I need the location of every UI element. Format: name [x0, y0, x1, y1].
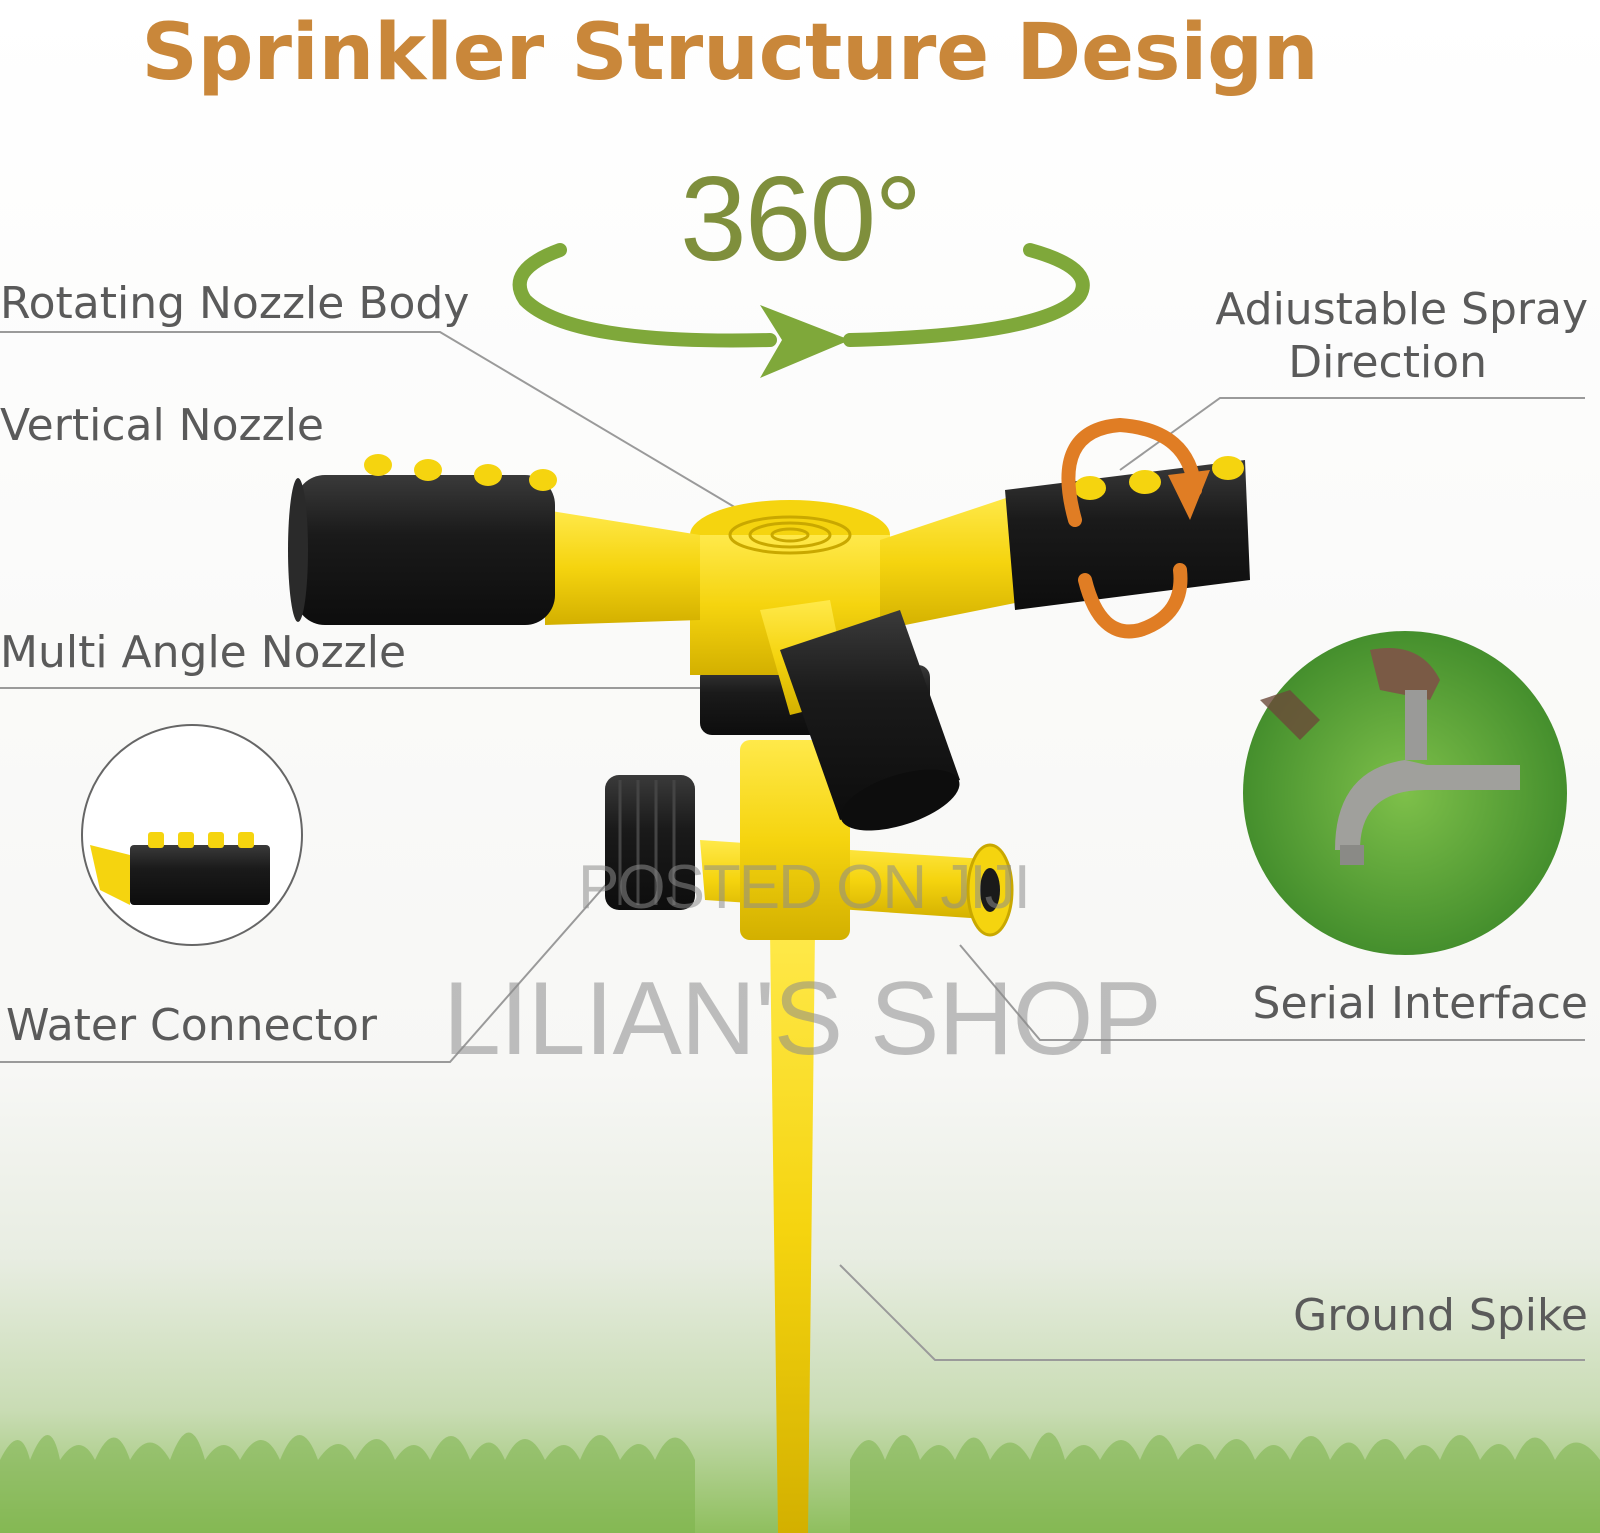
- rotation-arrow-icon: [512, 243, 1090, 378]
- label-rotating-nozzle-body: Rotating Nozzle Body: [0, 278, 470, 329]
- adjustable-direction-arrowhead-icon: [1168, 470, 1210, 520]
- label-serial-interface: Serial Interface: [1252, 978, 1588, 1029]
- vertical-nozzle-detail-circle: [81, 724, 303, 946]
- leader-lines: [0, 331, 1585, 1361]
- water-tap-photo-circle: [1243, 631, 1567, 955]
- page-title: Sprinkler Structure Design: [141, 8, 1319, 98]
- adjustable-direction-arrow-icon: [1061, 417, 1202, 639]
- label-multi-angle-nozzle: Multi Angle Nozzle: [0, 627, 407, 678]
- grass-strip: [0, 1432, 1600, 1533]
- rotation-degree-label: 360°: [680, 152, 922, 286]
- leader-adjustable-spray: [1119, 397, 1585, 471]
- leader-ground-spike: [839, 1264, 1585, 1361]
- sprinkler-product-icon: [288, 454, 1250, 1533]
- label-vertical-nozzle: Vertical Nozzle: [0, 400, 325, 451]
- label-water-connector: Water Connector: [6, 1000, 377, 1051]
- watermark-shop: LILIAN'S SHOP: [443, 961, 1162, 1077]
- leader-serial-interface: [959, 944, 1585, 1041]
- label-adjustable-spray-line2: Direction: [1288, 337, 1487, 388]
- leader-rotating-nozzle-body: [0, 331, 791, 541]
- watermark-posted: POSTED ON JIJI: [578, 853, 1031, 922]
- leader-water-connector: [0, 879, 611, 1063]
- label-ground-spike: Ground Spike: [1293, 1290, 1588, 1341]
- label-adjustable-spray-line1: Adiustable Spray: [1215, 284, 1588, 335]
